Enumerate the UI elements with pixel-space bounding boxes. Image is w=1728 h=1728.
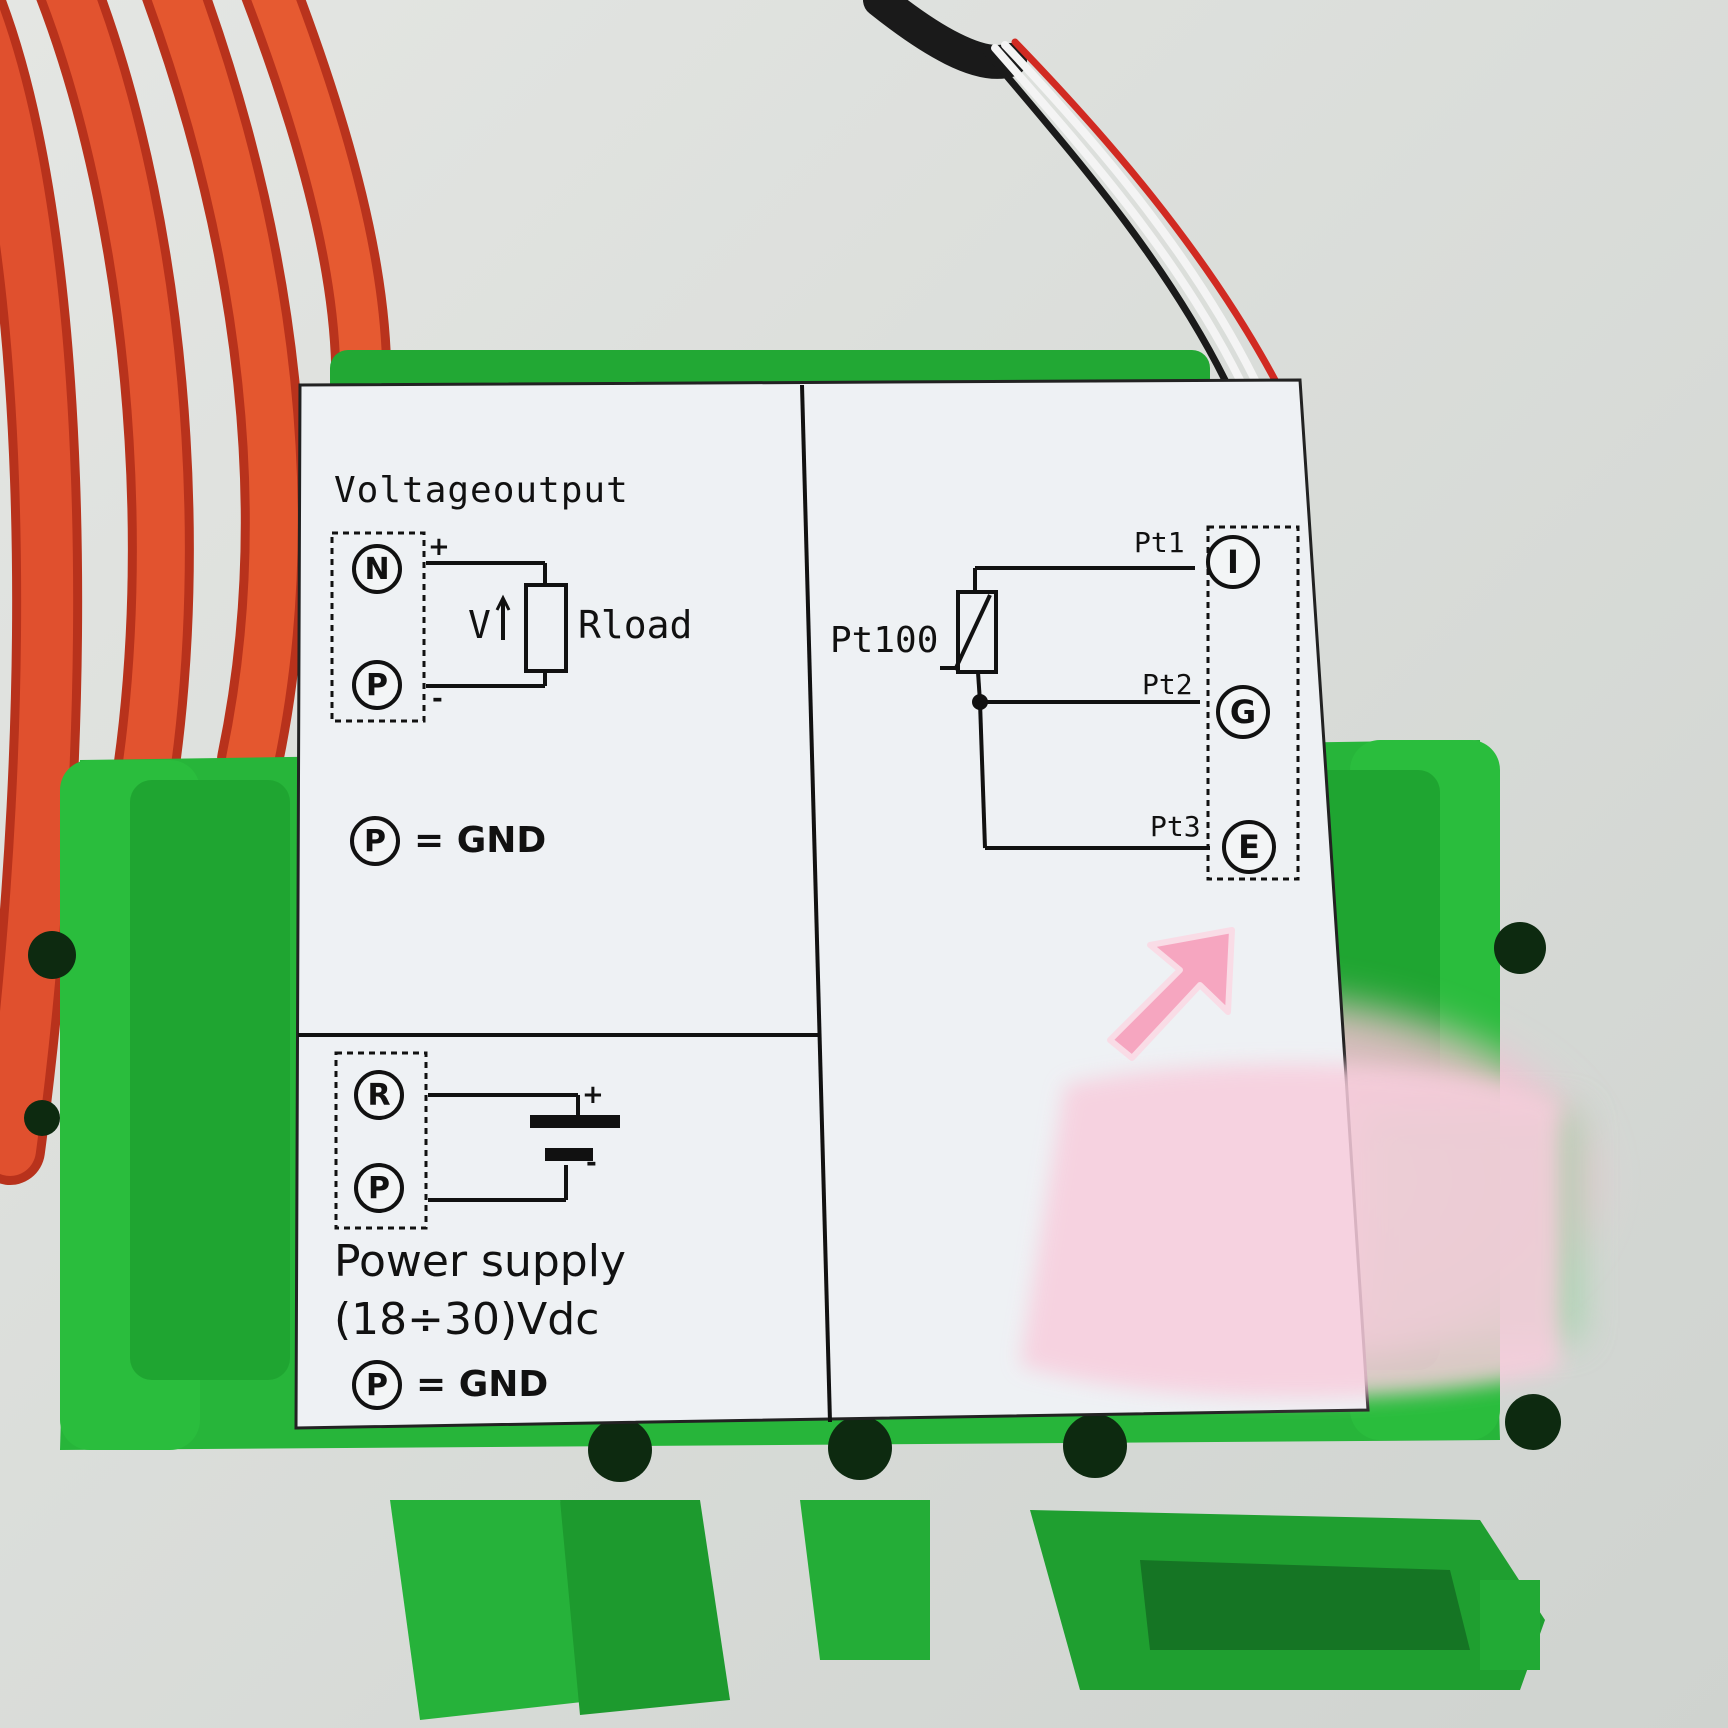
voltage-symbol: V bbox=[468, 603, 491, 647]
power-supply-schematic bbox=[334, 1051, 620, 1230]
pt3-label: Pt3 bbox=[1150, 810, 1201, 843]
terminal-p-power: P bbox=[354, 1163, 404, 1213]
power-plus: + bbox=[582, 1080, 604, 1110]
thermistor-icon bbox=[940, 590, 998, 674]
pt2-label: Pt2 bbox=[1142, 668, 1193, 701]
terminal-i: I bbox=[1206, 535, 1260, 589]
pt100-schematic bbox=[940, 525, 1300, 881]
terminal-g: G bbox=[1216, 685, 1270, 739]
load-label: Rload bbox=[578, 603, 693, 647]
gnd-text-power: = GND bbox=[416, 1364, 549, 1405]
pt100-label: Pt100 bbox=[830, 620, 939, 661]
sensor-wires bbox=[863, 0, 1279, 384]
terminal-n: N bbox=[352, 544, 402, 594]
gnd-terminal-output: P bbox=[350, 816, 400, 866]
gnd-terminal-power: P bbox=[352, 1360, 402, 1410]
battery-icon bbox=[530, 1115, 620, 1161]
power-minus: - bbox=[586, 1148, 597, 1178]
power-supply-range: (18÷30)Vdc bbox=[334, 1294, 600, 1345]
arrow-up-right-icon bbox=[1107, 927, 1235, 1061]
terminal-e: E bbox=[1222, 820, 1276, 874]
power-supply-title: Power supply bbox=[334, 1236, 626, 1287]
pt1-label: Pt1 bbox=[1134, 526, 1185, 559]
terminal-r: R bbox=[354, 1070, 404, 1120]
output-plus: + bbox=[428, 532, 450, 562]
voltage-output-schematic bbox=[330, 531, 568, 723]
gnd-text-output: = GND bbox=[414, 820, 547, 861]
resistor-icon bbox=[524, 583, 568, 673]
voltage-output-title: Voltageoutput bbox=[334, 470, 629, 511]
terminal-p: P bbox=[352, 660, 402, 710]
retouch-pink-sheet bbox=[1020, 1064, 1560, 1398]
output-minus: - bbox=[432, 684, 443, 714]
